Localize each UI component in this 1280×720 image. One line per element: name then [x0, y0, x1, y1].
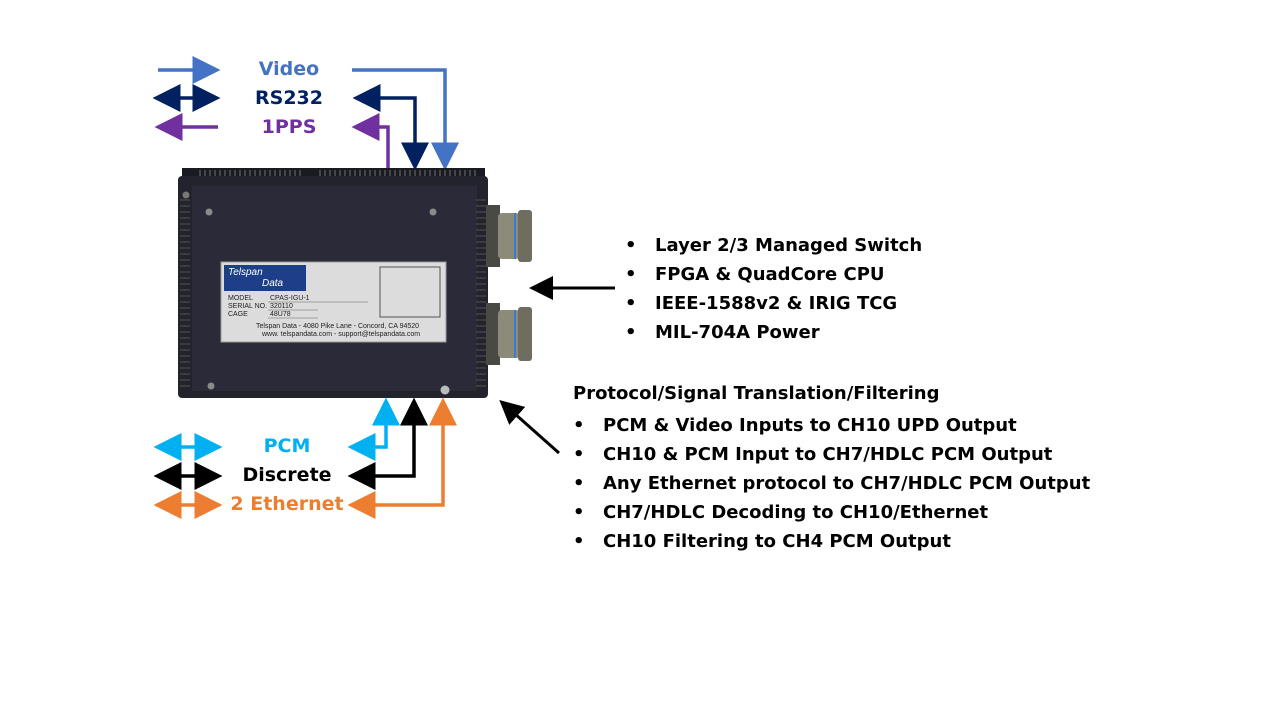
video-arrows — [158, 56, 459, 171]
plate-label-model: MODEL — [228, 295, 253, 302]
bullet: • — [573, 473, 585, 494]
feature-text: MIL-704A Power — [655, 322, 820, 343]
device-unit — [178, 168, 532, 398]
connector-lower — [486, 303, 532, 365]
bullet: • — [625, 322, 637, 343]
translation-title: Protocol/Signal Translation/Filtering — [573, 383, 940, 404]
plate-label-serial: SERIAL NO. — [228, 303, 268, 310]
translation-pointer-arrow — [499, 400, 560, 455]
feature-text: Layer 2/3 Managed Switch — [655, 235, 923, 256]
brand-line2: Data — [262, 278, 284, 289]
plate-value-cage: 48U78 — [270, 311, 291, 318]
list-item: • CH10 & PCM Input to CH7/HDLC PCM Output — [573, 440, 1090, 469]
pcm-label: PCM — [263, 435, 311, 457]
ethernet-label: 2 Ethernet — [230, 493, 344, 515]
translation-text: PCM & Video Inputs to CH10 UPD Output — [603, 415, 1017, 436]
list-item: • Any Ethernet protocol to CH7/HDLC PCM O… — [573, 469, 1090, 498]
plate-value-model: CPAS-IGU-1 — [270, 295, 310, 302]
plate-value-serial: 320110 — [270, 303, 293, 310]
list-item: • FPGA & QuadCore CPU — [625, 260, 922, 289]
bullet: • — [625, 293, 637, 314]
brand-line1: Telspan — [228, 267, 263, 278]
list-item: • PCM & Video Inputs to CH10 UPD Output — [573, 411, 1090, 440]
list-item: • Layer 2/3 Managed Switch — [625, 231, 922, 260]
bullet: • — [625, 235, 637, 256]
rs232-arrows — [152, 84, 429, 171]
plate-web: www. telspandata.com - support@telspanda… — [262, 331, 421, 338]
bullet: • — [625, 264, 637, 285]
discrete-label: Discrete — [242, 464, 332, 486]
list-item: • IEEE-1588v2 & IRIG TCG — [625, 289, 922, 318]
translation-text: CH10 & PCM Input to CH7/HDLC PCM Output — [603, 444, 1053, 465]
features-list: • Layer 2/3 Managed Switch • FPGA & QuadCo… — [625, 231, 922, 347]
ethernet-arrows — [153, 397, 457, 519]
bullet: • — [573, 415, 585, 436]
feature-text: IEEE-1588v2 & IRIG TCG — [655, 293, 898, 314]
plate-label-cage: CAGE — [228, 311, 248, 318]
list-item: • MIL-704A Power — [625, 318, 922, 347]
list-item: • CH10 Filtering to CH4 PCM Output — [573, 527, 1090, 556]
translation-text: CH10 Filtering to CH4 PCM Output — [603, 531, 951, 552]
pps-label: 1PPS — [261, 116, 317, 138]
translation-list: • PCM & Video Inputs to CH10 UPD Output •… — [573, 411, 1090, 556]
translation-text: Any Ethernet protocol to CH7/HDLC PCM Ou… — [603, 473, 1091, 494]
plate-address: Telspan Data - 4080 Pike Lane - Concord,… — [256, 323, 420, 330]
video-label: Video — [258, 58, 320, 80]
bullet: • — [573, 531, 585, 552]
rs232-label: RS232 — [255, 87, 323, 109]
list-item: • CH7/HDLC Decoding to CH10/Ethernet — [573, 498, 1090, 527]
bullet: • — [573, 502, 585, 523]
pps-arrows — [154, 113, 390, 168]
translation-text: CH7/HDLC Decoding to CH10/Ethernet — [603, 502, 989, 523]
bullet: • — [573, 444, 585, 465]
connector-upper — [486, 205, 532, 267]
feature-text: FPGA & QuadCore CPU — [655, 264, 885, 285]
